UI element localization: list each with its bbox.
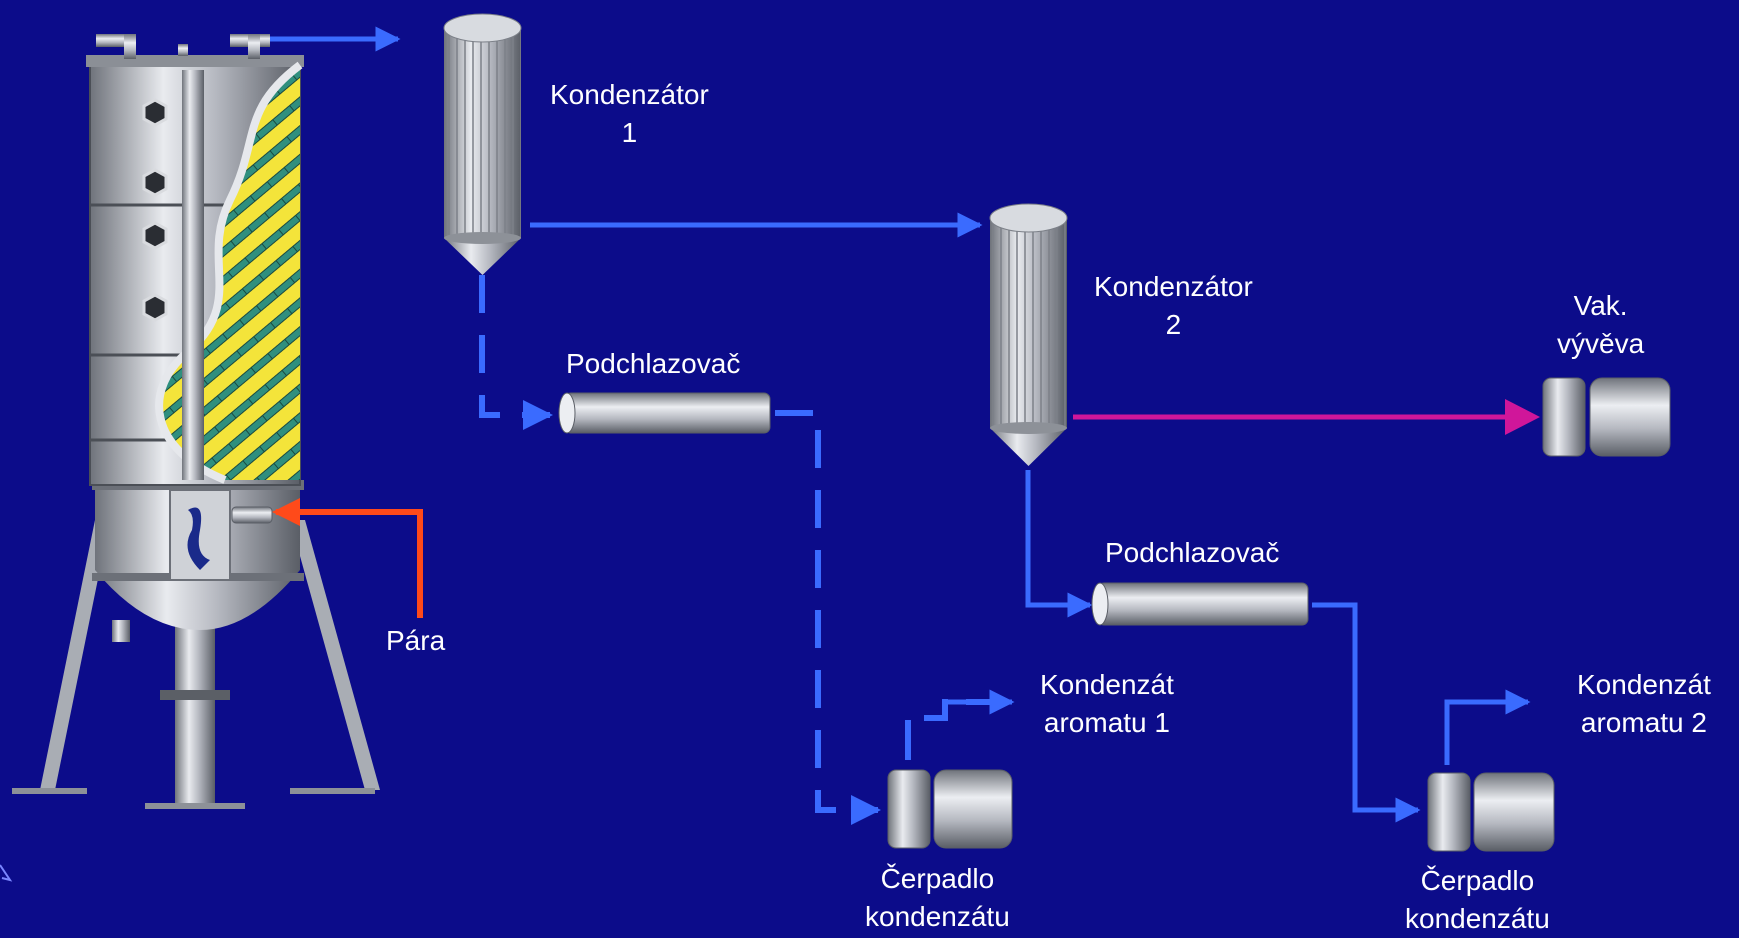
aroma-line-2: [1444, 689, 1531, 765]
leg-left: [40, 520, 110, 790]
leg-right: [290, 520, 380, 790]
steam-nozzle: [231, 506, 273, 524]
label-aroma-condensate-2: Kondenzát aromatu 2: [1577, 669, 1711, 738]
label-condensate-pump-2: Čerpadlo kondenzátu: [1405, 865, 1550, 934]
condenser-2: [989, 203, 1068, 466]
condensate-line-2: [775, 410, 881, 825]
label-condenser-2: Kondenzátor 2: [1094, 271, 1253, 340]
label-steam: Pára: [386, 625, 446, 656]
condenser-1: [443, 13, 522, 275]
label-aroma-condensate-1: Kondenzát aromatu 1: [1040, 669, 1174, 738]
label-condensate-pump-1: Čerpadlo kondenzátu: [865, 863, 1010, 932]
steam-line: [276, 509, 423, 618]
subcooler-2: [1091, 582, 1309, 626]
label-subcooler-1: Podchlazovač: [566, 348, 741, 379]
corner-mark: [0, 864, 13, 882]
column-shaft: [182, 70, 204, 480]
portholes: [142, 98, 168, 322]
label-subcooler-2: Podchlazovač: [1105, 537, 1280, 568]
condensate-line-3: [1025, 470, 1093, 618]
condensate-pump-1: [887, 769, 1013, 849]
condensate-pump-2: [1427, 772, 1555, 852]
logo-icon: [187, 507, 210, 570]
top-nozzles: [96, 34, 270, 59]
vacuum-pump: [1542, 377, 1671, 457]
label-vacuum-pump: Vak. vývěva: [1557, 290, 1645, 359]
label-condenser-1: Kondenzátor 1: [550, 79, 709, 148]
condensate-line-1: [479, 275, 553, 430]
evaporator-column: [12, 34, 380, 809]
condensate-line-4: [1312, 602, 1421, 823]
process-lines: [270, 26, 1540, 825]
subcooler-1: [558, 392, 771, 434]
